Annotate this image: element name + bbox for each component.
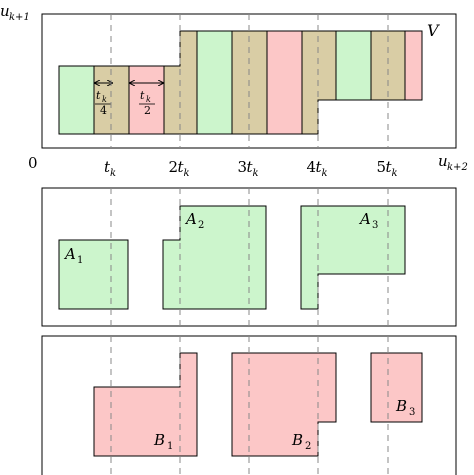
fraction-tk-over-2: t k 2	[139, 89, 155, 117]
svg-text:k: k	[253, 168, 259, 179]
svg-text:2: 2	[198, 220, 204, 231]
strip-3	[129, 66, 164, 134]
region-a1	[58, 239, 129, 310]
strip-dividers	[58, 30, 423, 135]
svg-text:1: 1	[167, 441, 173, 452]
svg-text:B: B	[395, 397, 407, 415]
svg-text:k: k	[392, 168, 398, 179]
fraction1-num-sub: k	[102, 95, 107, 104]
svg-text:t: t	[104, 158, 111, 176]
region-b2	[231, 352, 337, 457]
label-a1: A 1	[63, 245, 83, 266]
region-b3	[370, 352, 423, 423]
fraction2-num-sub: k	[146, 95, 151, 104]
region-v-label: V	[427, 21, 440, 40]
svg-text:1: 1	[77, 255, 83, 266]
strip-1	[59, 66, 94, 134]
strips	[58, 30, 423, 135]
strip-11	[405, 31, 422, 100]
svg-text:3: 3	[409, 407, 415, 418]
svg-text:A: A	[63, 245, 76, 263]
svg-text:2: 2	[305, 441, 311, 452]
svg-text:k: k	[110, 168, 116, 179]
middle-panel: A 1 A 2 A 3	[41, 187, 457, 327]
svg-text:3: 3	[238, 158, 248, 176]
bottom-panel: B 1 B 2 B 3	[41, 335, 457, 475]
fraction1-den: 4	[100, 104, 107, 117]
strip-5	[197, 31, 232, 134]
label-b1: B 1	[153, 431, 173, 452]
svg-text:u: u	[0, 2, 10, 20]
fraction-tk-over-4: t k 4	[95, 89, 111, 117]
svg-text:k: k	[322, 168, 328, 179]
label-b3: B 3	[395, 397, 415, 418]
origin-label: 0	[28, 154, 38, 172]
svg-text:t: t	[178, 158, 185, 176]
svg-text:2: 2	[169, 158, 179, 176]
svg-text:t: t	[247, 158, 254, 176]
svg-text:4: 4	[307, 158, 317, 176]
svg-text:u: u	[438, 152, 448, 170]
strip-2	[94, 66, 129, 134]
svg-text:A: A	[358, 210, 371, 228]
strip-8	[302, 31, 336, 134]
fraction2-den: 2	[144, 104, 151, 117]
strip-10	[371, 31, 405, 100]
svg-text:t: t	[386, 158, 393, 176]
dashed-guides	[110, 14, 389, 475]
svg-text:B: B	[153, 431, 165, 449]
svg-text:5: 5	[377, 158, 387, 176]
svg-text:A: A	[184, 210, 197, 228]
svg-text:B: B	[291, 431, 303, 449]
region-a2	[162, 205, 267, 310]
y-axis-label: u k+1	[0, 2, 30, 23]
svg-text:k+2: k+2	[447, 162, 468, 173]
svg-text:3: 3	[372, 220, 378, 231]
svg-text:k+1: k+1	[9, 12, 30, 23]
label-b2: B 2	[291, 431, 311, 452]
label-a3: A 3	[358, 210, 378, 231]
label-a2: A 2	[184, 210, 204, 231]
svg-text:k: k	[184, 168, 190, 179]
fraction1-num: t	[96, 89, 101, 102]
region-a3	[300, 205, 406, 310]
strip-7	[267, 31, 302, 134]
fraction2-num: t	[140, 89, 145, 102]
svg-text:t: t	[316, 158, 323, 176]
region-b1	[93, 352, 198, 457]
x-axis-label: u k+2	[438, 152, 468, 173]
strip-9	[336, 31, 371, 100]
